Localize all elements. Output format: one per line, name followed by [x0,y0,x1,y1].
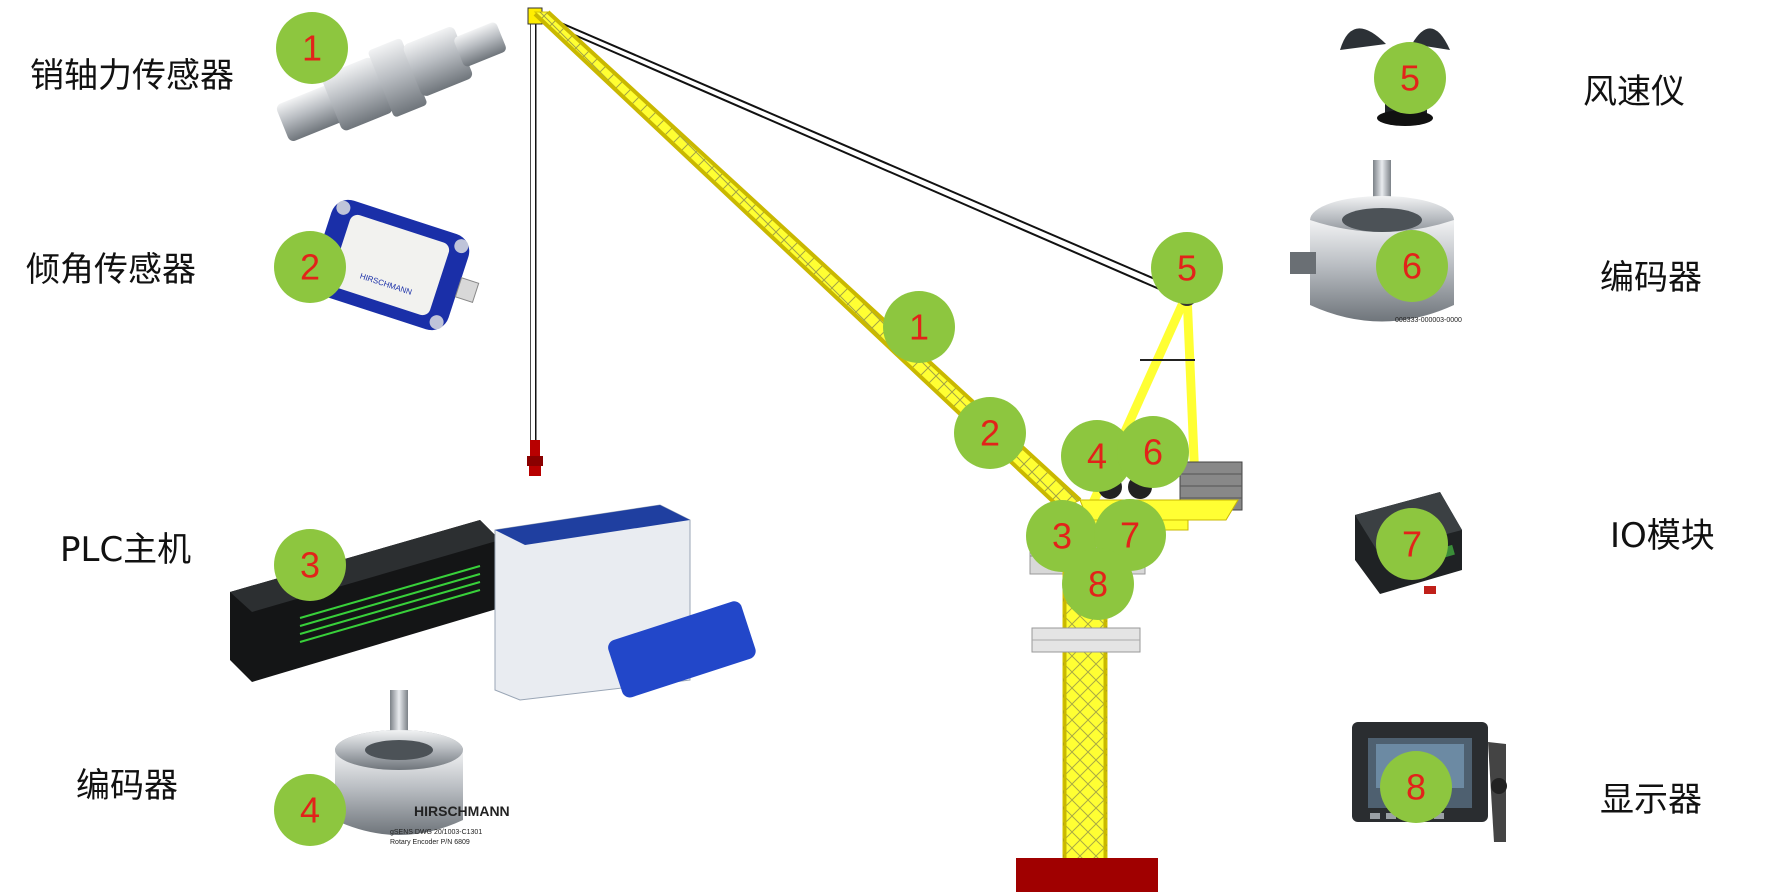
svg-text:8: 8 [1406,767,1426,808]
plc-rack-icon [494,504,756,701]
badge-1-on-boom: 1 [883,291,955,363]
svg-text:3: 3 [1052,516,1072,557]
badge-1-pin-sensor: 1 [276,12,348,84]
label-io-module: IO模块 [1610,516,1715,556]
svg-text:3: 3 [300,545,320,586]
svg-text:6: 6 [1143,432,1163,473]
pin-shaft-sensor-icon [276,22,506,141]
badge-4-encoder: 4 [274,774,346,846]
svg-text:HIRSCHMANN: HIRSCHMANN [414,803,510,819]
label-plc: PLC主机 [60,530,192,570]
label-encoder-left: 编码器 [76,766,178,806]
plc-host-icon [230,520,500,682]
badge-2-on-boom: 2 [954,397,1026,469]
svg-text:1: 1 [909,307,929,348]
badge-7-io-module: 7 [1376,508,1448,580]
label-display: 显示器 [1600,780,1702,820]
pendant-cables [527,7,1186,299]
number-badges: 1 2 3 4 5 6 7 8 1 2 5 4 6 3 7 8 [274,12,1452,846]
label-tilt-sensor: 倾角传感器 [26,250,196,290]
svg-text:4: 4 [1087,436,1107,477]
svg-text:8: 8 [1088,564,1108,605]
label-anemometer: 风速仪 [1583,72,1685,112]
crane-base [1016,858,1158,892]
svg-text:6: 6 [1402,246,1422,287]
badge-5-on-a-frame: 5 [1151,232,1223,304]
tilt-sensor-icon: HIRSCHMANN [310,199,480,331]
label-encoder-right: 编码器 [1600,258,1702,298]
badge-4-on-crane: 4 [1061,420,1133,492]
badge-3-plc: 3 [274,529,346,601]
badge-5-anemometer: 5 [1374,42,1446,114]
badge-6-encoder: 6 [1376,230,1448,302]
svg-text:7: 7 [1402,524,1422,565]
crane-diagram [527,7,1243,892]
svg-text:2: 2 [980,413,1000,454]
rotary-encoder-icon: HIRSCHMANN gSENS DWG 20/1003-C1301 Rotar… [335,690,510,846]
badge-6-on-crane: 6 [1117,416,1189,488]
hook-block-icon [530,440,540,456]
svg-text:2: 2 [300,247,320,288]
hoist-rope [527,16,543,476]
svg-text:7: 7 [1120,515,1140,556]
svg-text:1: 1 [302,28,322,69]
svg-text:008333-000003-0000: 008333-000003-0000 [1395,317,1462,324]
svg-text:gSENS DWG 20/1003-C1301: gSENS DWG 20/1003-C1301 [390,829,482,836]
svg-text:Rotary Encoder P/N 6809: Rotary Encoder P/N 6809 [390,839,470,846]
svg-text:5: 5 [1400,58,1420,99]
badge-2-tilt-sensor: 2 [274,231,346,303]
svg-text:4: 4 [300,790,320,831]
label-pin-sensor: 销轴力传感器 [30,56,234,96]
lattice-boom [533,10,1082,511]
svg-text:5: 5 [1177,248,1197,289]
badge-8-on-crane: 8 [1062,548,1134,620]
badge-8-display: 8 [1380,751,1452,823]
